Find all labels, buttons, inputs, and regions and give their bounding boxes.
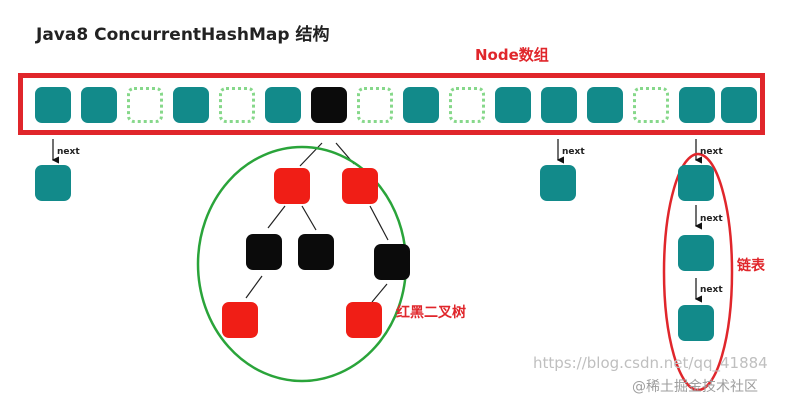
- array-slot-teal: [495, 87, 531, 123]
- node-array-frame: [18, 73, 765, 135]
- tree-node-red: [346, 302, 382, 338]
- array-slot-empty: [127, 87, 163, 123]
- node-array-label: Node数组: [475, 46, 549, 64]
- chain-node: [540, 165, 576, 201]
- tree-edge: [301, 205, 317, 231]
- array-slot-teal: [403, 87, 439, 123]
- tree-node-red: [274, 168, 310, 204]
- array-slot-teal: [679, 87, 715, 123]
- array-slot-teal: [265, 87, 301, 123]
- watermark-url: https://blog.csdn.net/qq_41884: [533, 354, 768, 372]
- tree-node-black: [246, 234, 282, 270]
- array-slot-teal: [173, 87, 209, 123]
- array-slot-teal: [721, 87, 757, 123]
- next-label: next: [700, 285, 723, 295]
- tree-edge: [267, 205, 286, 229]
- array-slot-empty: [219, 87, 255, 123]
- next-label: next: [57, 147, 80, 157]
- list-highlight-ellipse: [662, 152, 734, 392]
- list-node: [678, 235, 714, 271]
- red-black-tree-label: 红黑二叉树: [396, 305, 466, 321]
- array-slot-teal: [35, 87, 71, 123]
- array-slot-empty: [633, 87, 669, 123]
- tree-node-red: [222, 302, 258, 338]
- watermark-site: @稀土掘金技术社区: [632, 379, 758, 395]
- array-slot-black: [311, 87, 347, 123]
- page-title: Java8 ConcurrentHashMap 结构: [36, 25, 330, 45]
- list-node: [678, 305, 714, 341]
- tree-node-red: [342, 168, 378, 204]
- chain-node: [35, 165, 71, 201]
- tree-edge: [245, 275, 263, 299]
- tree-edge: [371, 283, 388, 303]
- tree-node-black: [374, 244, 410, 280]
- next-label: next: [700, 214, 723, 224]
- array-slot-empty: [449, 87, 485, 123]
- tree-edge: [369, 205, 389, 241]
- tree-node-black: [298, 234, 334, 270]
- tree-edge: [299, 142, 323, 167]
- next-label: next: [700, 147, 723, 157]
- array-slot-teal: [587, 87, 623, 123]
- array-slot-teal: [81, 87, 117, 123]
- linked-list-label: 链表: [737, 258, 765, 274]
- array-slot-empty: [357, 87, 393, 123]
- array-slot-teal: [541, 87, 577, 123]
- list-node: [678, 165, 714, 201]
- next-label: next: [562, 147, 585, 157]
